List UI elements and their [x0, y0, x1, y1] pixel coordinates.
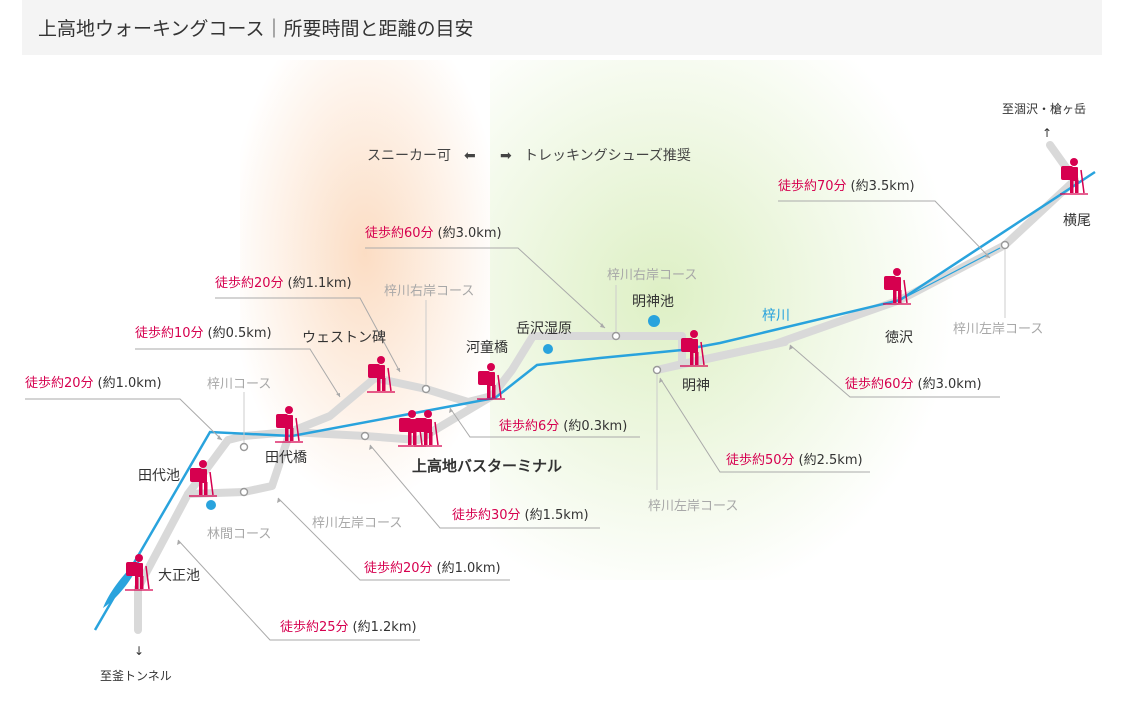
time-label: 徒歩約6分(約0.3km)	[499, 419, 627, 434]
shoes-trekking-label: トレッキングシューズ推奨	[524, 148, 691, 164]
leader-line	[778, 200, 991, 259]
river-line	[93, 170, 1096, 631]
shoes-sneaker-label: スニーカー可	[367, 148, 451, 164]
course-right-bank-1: 梓川右岸コース	[384, 284, 474, 299]
direction-bottom: 至釜トンネル	[100, 668, 172, 683]
pond-takesawa	[543, 344, 553, 354]
leader-arrow	[336, 393, 340, 397]
place-kappabashi: 河童橋	[466, 339, 508, 356]
leader-line	[659, 377, 870, 473]
junction-dot	[1000, 240, 1010, 250]
junction-dot	[652, 365, 662, 375]
time-label: 徒歩約25分(約1.2km)	[280, 620, 417, 635]
course-left-bank-1: 梓川左岸コース	[312, 516, 402, 531]
time-label: 徒歩約50分(約2.5km)	[726, 453, 863, 468]
leader-arrow	[177, 540, 181, 545]
time-label: 徒歩約70分(約3.5km)	[778, 179, 915, 194]
place-weston: ウェストン碑	[302, 330, 386, 346]
time-label: 徒歩約20分(約1.1km)	[215, 276, 352, 291]
leader-arrow	[396, 368, 400, 372]
river-side-top	[899, 247, 1001, 301]
time-label: 徒歩約20分(約1.0km)	[25, 376, 162, 391]
course-left-bank-3: 梓川左岸コース	[953, 322, 1043, 337]
leader-line	[25, 398, 223, 441]
arrow-left-icon: ⬅	[464, 148, 476, 164]
river-name: 梓川	[762, 308, 790, 324]
leader-line	[277, 497, 510, 581]
walking-path-left-bank	[286, 392, 496, 444]
leader-arrow	[659, 378, 663, 383]
time-label: 徒歩約60分(約3.0km)	[845, 377, 982, 392]
down-arrow-icon: ↓	[134, 644, 144, 658]
leader-line	[365, 247, 606, 329]
place-tokusawa: 徳沢	[885, 330, 913, 346]
trekking-zone	[490, 60, 980, 580]
pond-myojinike	[648, 315, 660, 327]
junction-dot	[421, 384, 431, 394]
time-label: 徒歩約60分(約3.0km)	[365, 226, 502, 241]
course-right-bank-2: 梓川右岸コース	[607, 268, 697, 283]
junction-dot	[611, 331, 621, 341]
leader-arrow	[985, 253, 990, 258]
leader-arrow	[369, 445, 373, 450]
pond-tashiroike	[206, 500, 216, 510]
page-title: 上高地ウォーキングコース｜所要時間と距離の目安	[22, 0, 1102, 55]
place-taishoike: 大正池	[158, 568, 200, 584]
leader-line	[789, 344, 1000, 398]
leader-line	[215, 297, 401, 373]
place-myojinike: 明神池	[632, 294, 674, 310]
walking-path-right-branch	[678, 338, 789, 368]
time-label: 徒歩約20分(約1.0km)	[364, 561, 501, 576]
place-tashiroike: 田代池	[138, 468, 180, 484]
junction-dot	[360, 431, 370, 441]
course-rinkan: 林間コース	[207, 527, 271, 542]
up-arrow-icon: ↑	[1042, 126, 1052, 140]
place-myojin: 明神	[682, 378, 710, 394]
leader-arrow	[600, 323, 605, 328]
place-takesawa: 岳沢湿原	[516, 321, 572, 337]
leader-line	[449, 407, 640, 438]
course-azusa: 梓川コース	[207, 377, 271, 392]
leader-line	[177, 539, 420, 641]
time-label: 徒歩約10分(約0.5km)	[135, 326, 272, 341]
leader-arrow	[789, 345, 793, 350]
direction-top: 至涸沢・槍ヶ岳	[1002, 101, 1086, 116]
junction-dot	[239, 442, 249, 452]
sneaker-zone	[240, 60, 490, 520]
place-tashirobashi: 田代橋	[265, 450, 307, 466]
walking-path-rinkan	[184, 428, 294, 498]
leader-line	[369, 444, 600, 529]
time-label: 徒歩約30分(約1.5km)	[452, 508, 589, 523]
leader-line	[135, 348, 341, 398]
arrow-right-icon: ➡	[500, 148, 512, 164]
leader-arrow	[449, 408, 453, 413]
junction-dot	[239, 487, 249, 497]
leader-arrow	[217, 435, 222, 440]
course-left-bank-2: 梓川左岸コース	[648, 499, 738, 514]
place-yokoo: 横尾	[1063, 213, 1091, 229]
place-bus-terminal: 上高地バスターミナル	[412, 457, 562, 475]
leader-arrow	[277, 498, 281, 503]
